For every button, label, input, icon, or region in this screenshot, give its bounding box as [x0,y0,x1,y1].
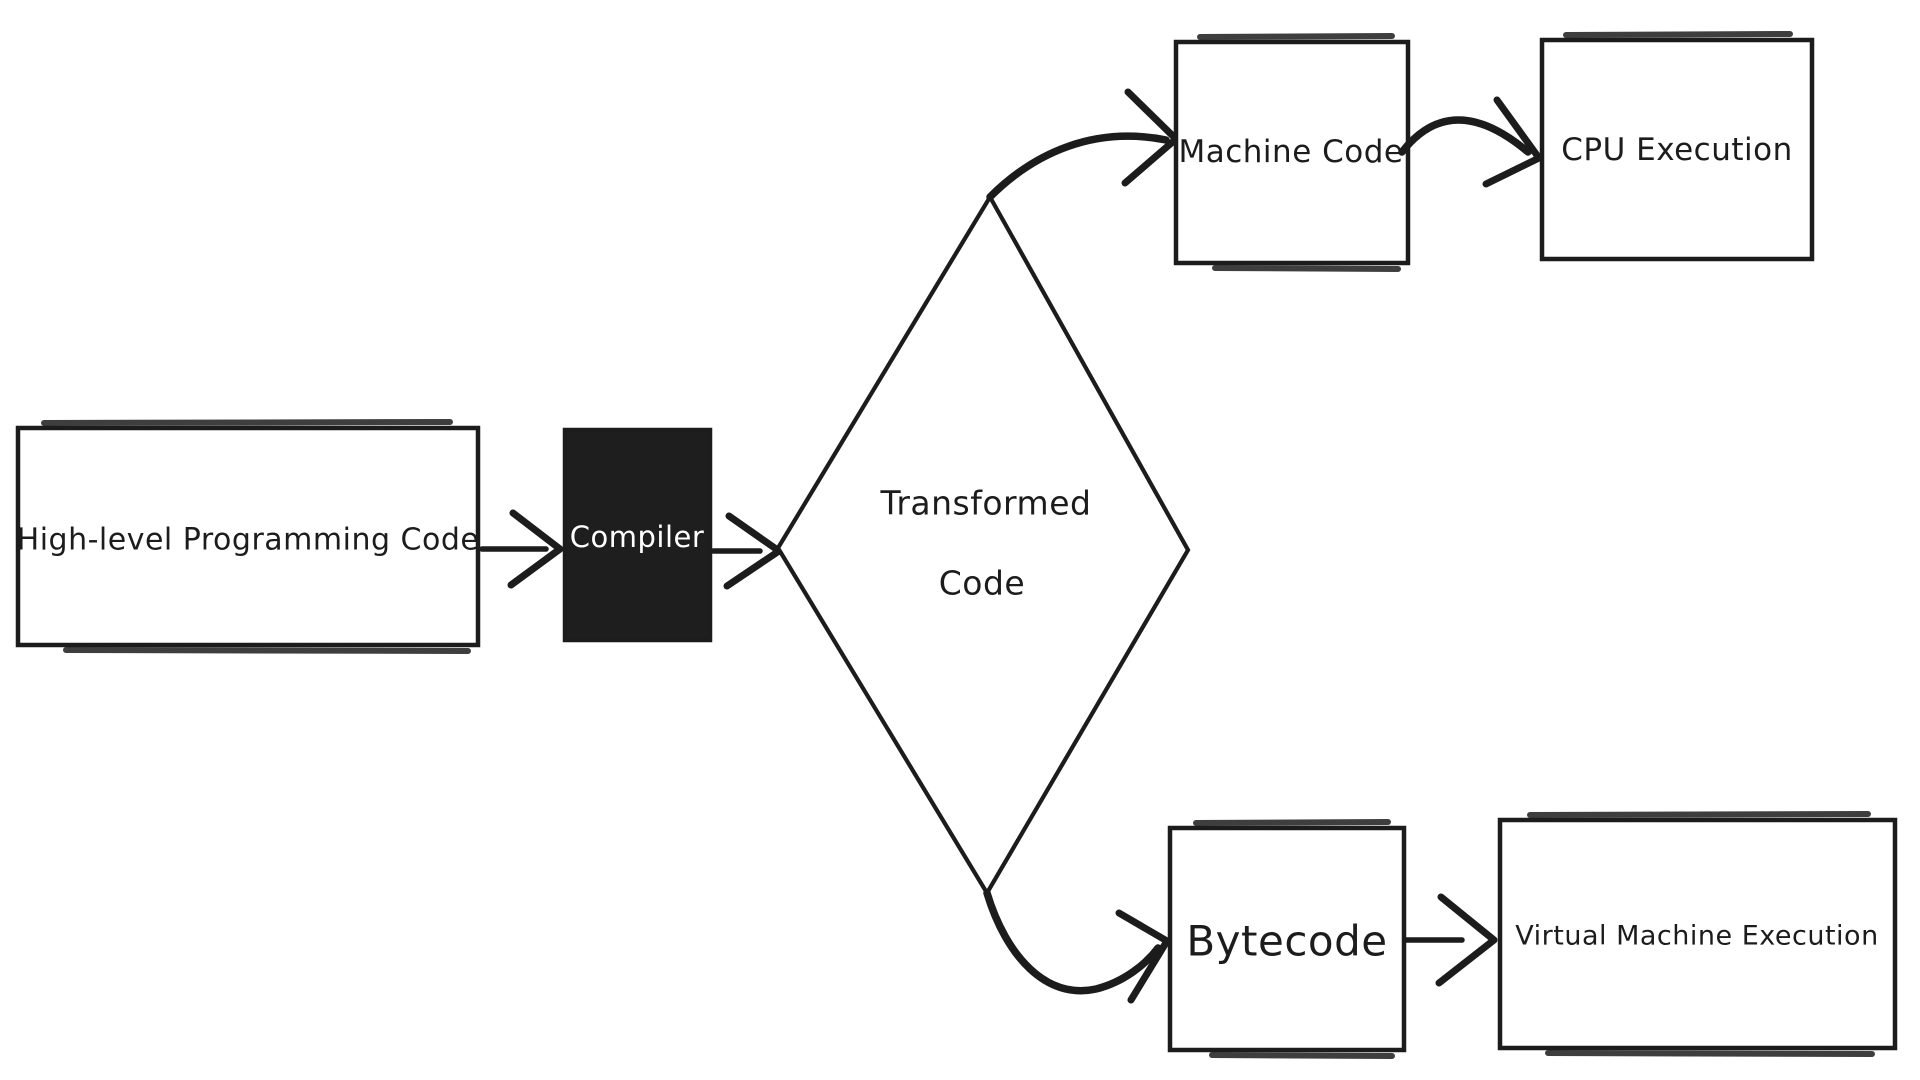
bytecode-label: Bytecode [1186,917,1387,966]
arrow-transformed-to-machinecode [986,88,1180,201]
arrow-highlevel-to-compiler [479,509,564,589]
machine-code-box-sketch-top [1197,33,1395,40]
arrow-machinecode-to-cpu [1398,96,1543,188]
bytecode-box-shape [1167,825,1407,1053]
node-high-level-programming-code: High-level Programming Code [15,419,481,654]
high-level-box-sketch-bottom [63,647,471,654]
high-level-box-sketch-top [41,419,453,426]
node-bytecode: Bytecode [1167,819,1407,1059]
arrow-transformed-to-machinecode-line [986,132,1170,201]
high-level-box-shape [15,425,481,648]
node-transformed-code: Transformed Code [775,192,1191,898]
transformed-label-line2: Code [939,564,1025,603]
cpu-execution-box-sketch-top [1563,31,1793,38]
vm-execution-box-shape [1497,817,1898,1051]
bytecode-box-sketch-bottom [1209,1052,1395,1059]
machine-code-label: Machine Code [1179,134,1404,170]
arrow-transformed-to-bytecode-line [983,889,1162,995]
arrow-transformed-to-bytecode-head-icon [1115,909,1171,1004]
compiler-box-shape [562,427,713,643]
compiler-label: Compiler [570,520,705,554]
arrow-machinecode-to-cpu-line [1398,116,1532,156]
node-cpu-execution: CPU Execution [1539,31,1815,262]
transformed-label-line1: Transformed [880,484,1092,523]
high-level-label: High-level Programming Code [17,523,480,558]
arrow-bytecode-to-vm [1403,893,1498,987]
bytecode-box-sketch-top [1193,819,1391,826]
arrow-highlevel-to-compiler-head-icon [507,509,564,589]
node-vm-execution: Virtual Machine Execution [1497,811,1898,1057]
arrow-transformed-to-bytecode [983,889,1171,1004]
arrow-compiler-to-transformed [710,512,783,590]
vm-execution-box-sketch-top [1527,811,1871,818]
arrow-bytecode-to-vm-head-icon [1435,893,1498,987]
vm-execution-label: Virtual Machine Execution [1515,921,1878,952]
cpu-execution-label: CPU Execution [1561,132,1793,168]
machine-code-box-sketch-bottom [1212,265,1401,272]
node-machine-code: Machine Code [1173,33,1411,272]
arrow-machinecode-to-cpu-head-icon [1482,96,1543,188]
cpu-execution-box-shape [1539,37,1815,262]
vm-execution-box-sketch-bottom [1545,1050,1875,1057]
node-compiler: Compiler [562,427,713,643]
machine-code-box-shape [1173,39,1411,266]
transformed-diamond-shape [775,192,1191,898]
